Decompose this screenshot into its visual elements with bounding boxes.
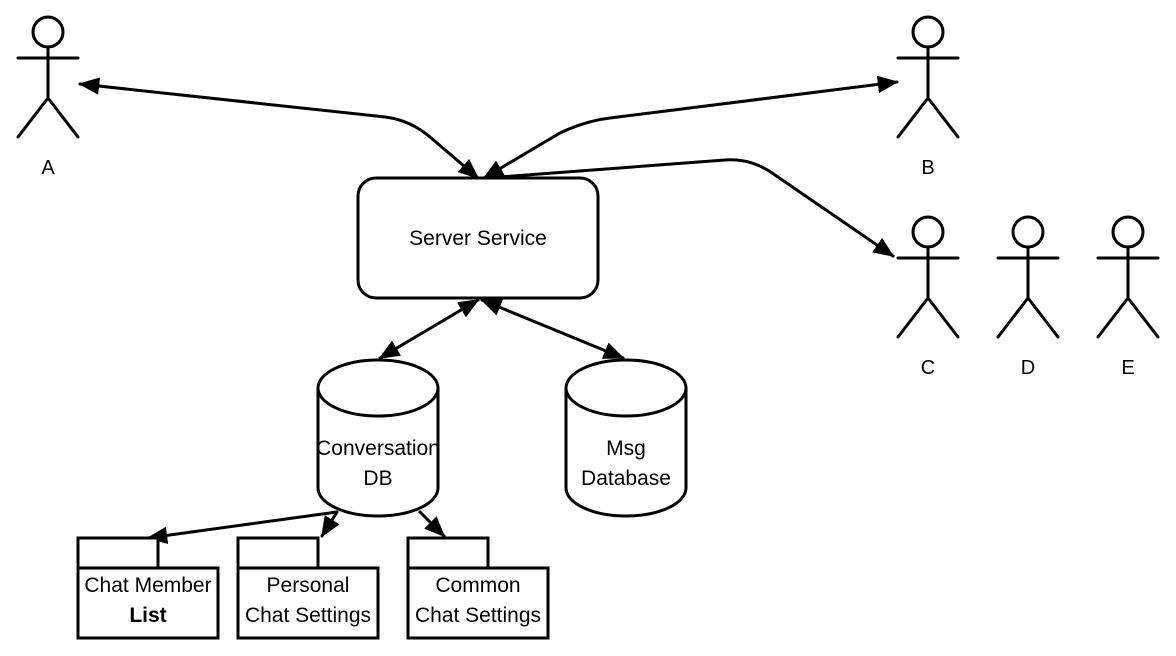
edge-server-actor-b [482, 75, 899, 180]
conversation-db-node: Conversation DB [316, 358, 440, 518]
actor-a: A [16, 15, 80, 179]
server-service-node: Server Service [356, 176, 600, 300]
msg-database-node: Msg Database [564, 358, 688, 518]
edge-server-conversation-db [378, 298, 480, 360]
edge-db-chat-member-list [146, 510, 339, 545]
conversation-db-label-line2: DB [363, 467, 392, 490]
package-personal-line1: Personal [267, 574, 350, 597]
package-chat-member-line2: List [129, 604, 166, 627]
actor-label-b: B [921, 157, 934, 179]
actor-e: E [1096, 215, 1160, 379]
actor-d: D [996, 215, 1060, 379]
edge-server-actor-a [78, 77, 480, 180]
edge-server-msg-db [480, 298, 625, 360]
person-icon [16, 15, 80, 139]
package-common-line1: Common [435, 574, 520, 597]
package-chat-member-line1: Chat Member [84, 574, 211, 597]
actor-label-e: E [1121, 357, 1134, 379]
actor-c: C [896, 215, 960, 379]
msg-database-label-line1: Msg [606, 437, 646, 460]
person-icon [896, 215, 960, 339]
actor-label-d: D [1021, 357, 1035, 379]
server-service-label: Server Service [409, 227, 547, 250]
package-personal-line2: Chat Settings [245, 604, 371, 627]
person-icon [996, 215, 1060, 339]
package-common-chat-settings: Common Chat Settings [406, 536, 550, 640]
actor-b: B [896, 15, 960, 179]
package-personal-chat-settings: Personal Chat Settings [236, 536, 380, 640]
package-chat-member-list: Chat Member List [76, 536, 220, 640]
package-common-line2: Chat Settings [415, 604, 541, 627]
msg-database-label-line2: Database [581, 467, 671, 490]
edge-db-personal-settings [320, 510, 340, 538]
edge-server-actor-c [484, 158, 895, 258]
conversation-db-label-line1: Conversation [316, 437, 440, 460]
person-icon [896, 15, 960, 139]
edge-db-common-settings [418, 510, 446, 538]
actor-label-a: A [41, 157, 55, 179]
actor-label-c: C [921, 357, 935, 379]
person-icon [1096, 215, 1160, 339]
